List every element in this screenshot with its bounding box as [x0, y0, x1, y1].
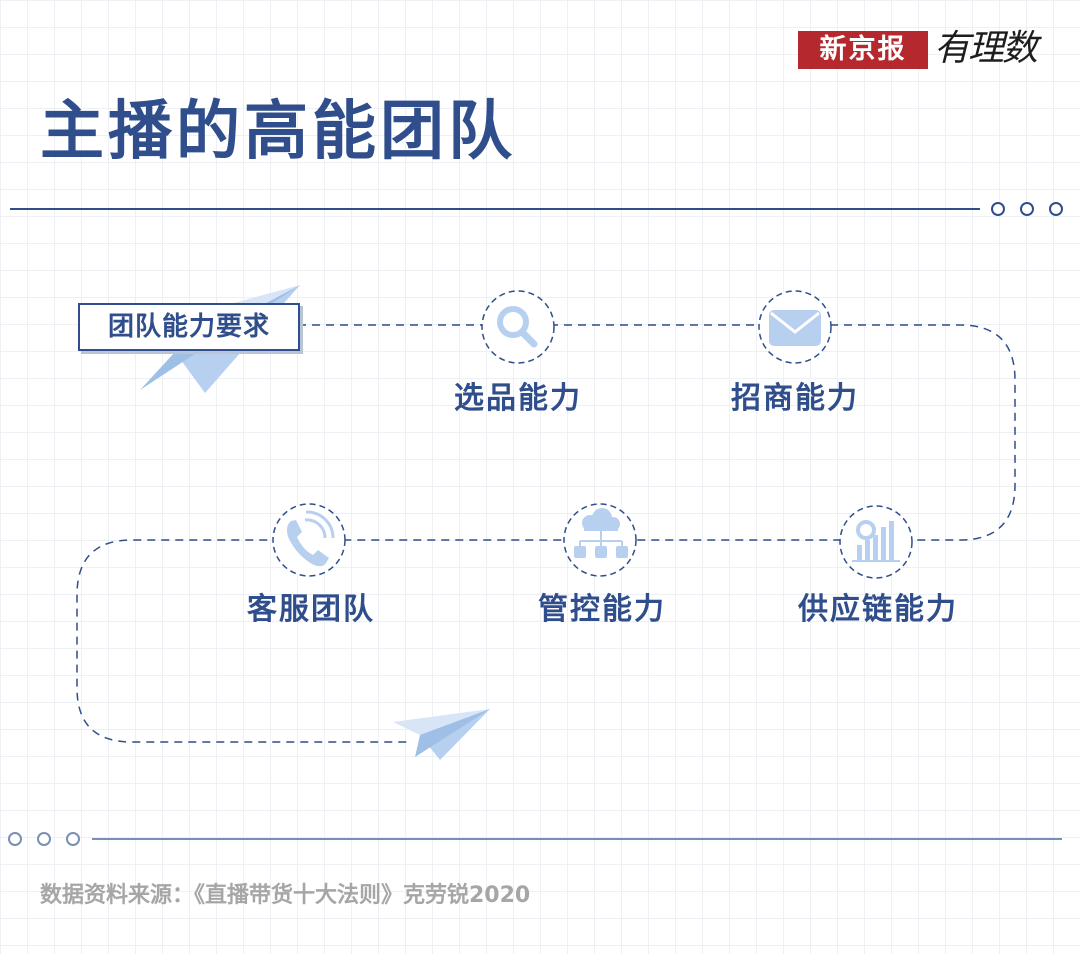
node-label-investment: 招商能力: [731, 381, 859, 416]
mail-icon: [769, 310, 821, 346]
cloud-network-icon: [574, 508, 628, 558]
node-mail: [758, 290, 832, 364]
node-phone: [272, 503, 346, 577]
brand-logo: 新京报: [798, 31, 928, 69]
page-title: 主播的高能团队: [40, 95, 516, 169]
flow-path: [76, 324, 1016, 743]
source-note: 数据资料来源：《直播带货十大法则》克劳锐2020: [40, 883, 531, 908]
brand-sub-logo: 有理数: [934, 28, 1038, 69]
node-label-supply-chain: 供应链能力: [798, 592, 958, 627]
chart-search-icon: [852, 520, 900, 562]
top-divider: [10, 202, 1063, 216]
paper-plane-small-icon: [393, 709, 490, 760]
node-label-customer-service: 客服团队: [247, 592, 375, 627]
node-control: [563, 503, 637, 577]
node-search: [481, 290, 555, 364]
node-supply: [839, 505, 913, 579]
phone-icon: [286, 510, 335, 567]
search-icon: [497, 306, 538, 348]
node-label-selection: 选品能力: [454, 381, 582, 416]
node-label-control: 管控能力: [538, 592, 666, 627]
bottom-divider: [8, 832, 1062, 846]
requirements-label: 团队能力要求: [78, 303, 300, 351]
